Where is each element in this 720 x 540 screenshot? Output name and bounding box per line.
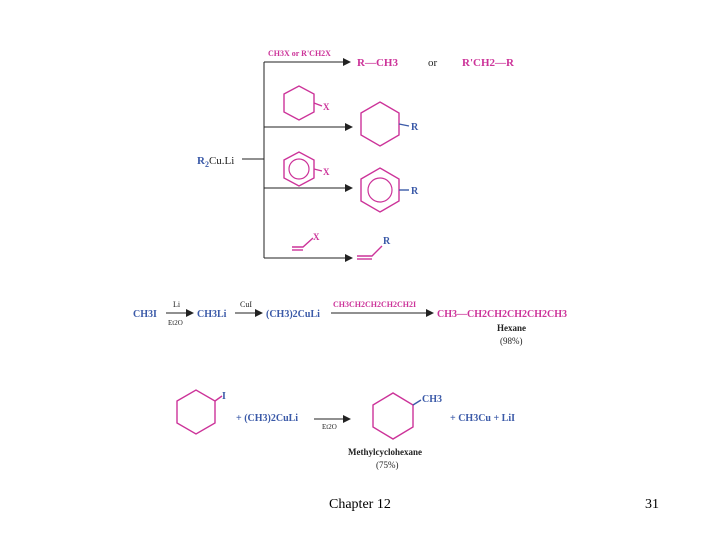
benzene-reactant [283,151,315,187]
product-r-ch2-r: R'CH2—R [462,57,515,69]
benzene-product [360,167,400,213]
bond-i [214,395,223,402]
reagent-label: R2Cu.Li [197,155,234,169]
chapter-footer: Chapter 12 [329,497,391,512]
benzene-reactant-ring [288,158,310,180]
bond-r-1 [398,123,410,127]
r-label-1: R [411,122,419,133]
pentyl-iodide-label: CH3CH2CH2CH2CH2I [333,300,416,309]
or-label: or [428,57,438,69]
alkyl-halide-label: CH3X or R'CH2X [268,49,331,58]
methylcyclohexane-yield: (75%) [376,460,399,470]
methyl-label: CH3 [422,394,442,405]
vinyl-product [357,245,383,257]
organocuprate-diagram: R2Cu.Li CH3X or R'CH2X R—CH3 or R'CH2—R … [133,49,567,470]
methylcyclohexane-name: Methylcyclohexane [348,447,422,457]
hexane-yield: (98%) [500,336,523,346]
r-label-3: R [383,236,391,247]
iodine-label: I [222,391,226,402]
bond-ch3 [412,399,422,406]
bond-x-2 [313,168,323,172]
vinyl-reactant [292,237,314,248]
byproducts-label: + CH3Cu + LiI [450,413,515,424]
x-label-1: X [323,102,330,112]
product-r-ch3: R—CH3 [357,57,398,69]
cyclohexane-reactant [283,85,315,121]
bond-x-1 [313,102,323,107]
methylcyclohexane-reaction: I + (CH3)2CuLi Et2O CH3 + CH3Cu + LiI Me… [176,389,515,470]
et2o-label-2: Et2O [322,423,337,431]
coupling-scheme: R2Cu.Li CH3X or R'CH2X R—CH3 or R'CH2—R … [197,49,515,262]
et2o-label-1: Et2O [168,319,183,327]
hexane-formula: CH3—CH2CH2CH2CH2CH3 [437,309,567,320]
ch3i-label: CH3I [133,309,157,320]
li-label: Li [173,300,181,309]
benzene-product-ring [367,177,393,203]
cyclohexane-product [360,101,400,147]
r-label-2: R [411,186,419,197]
cui-label: CuI [240,300,252,309]
cuprate-label: (CH3)2CuLi [266,309,320,320]
x-label-3: X [313,232,320,242]
iodocyclohexane-ring [176,389,216,435]
page-number: 31 [645,497,659,512]
cuprate-reagent-label: + (CH3)2CuLi [236,413,298,424]
ch3li-label: CH3Li [197,309,227,320]
hexane-reaction: CH3I Li Et2O CH3Li CuI (CH3)2CuLi CH3CH2… [133,300,567,346]
methylcyclohexane-ring [372,392,414,440]
x-label-2: X [323,167,330,177]
hexane-name: Hexane [497,323,526,333]
